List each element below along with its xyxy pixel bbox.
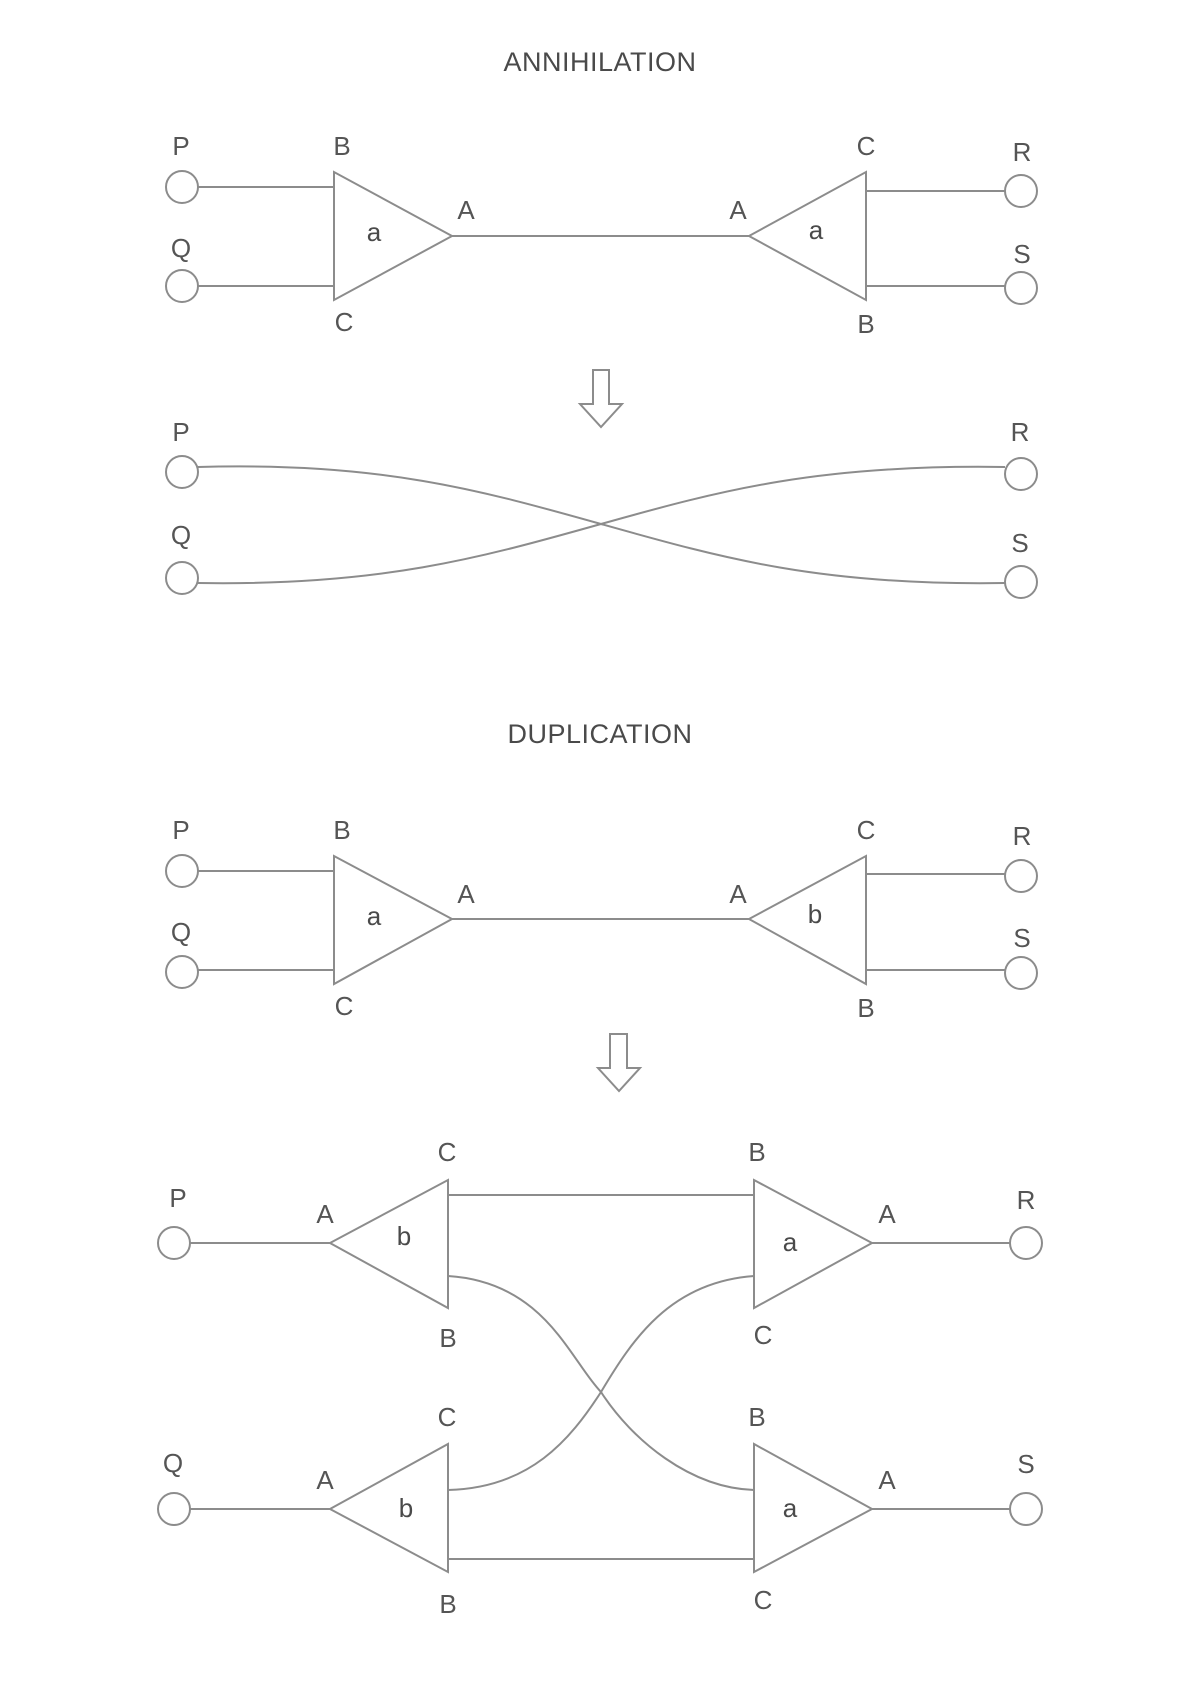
- port-bottom-left-principal: A: [316, 1465, 334, 1495]
- terminal-q-icon: [165, 561, 199, 595]
- terminal-q-label: Q: [163, 1448, 183, 1478]
- terminal-p-label: P: [172, 417, 189, 447]
- agent-top-right: [753, 1178, 875, 1310]
- terminal-q-label: Q: [171, 233, 191, 263]
- port-top-right-bottom: C: [754, 1320, 773, 1350]
- port-top-right-top: B: [748, 1137, 765, 1167]
- port-right-bottom: B: [857, 993, 874, 1023]
- terminal-r-label: R: [1011, 417, 1030, 447]
- agent-left-label: a: [367, 217, 382, 247]
- terminal-p-icon: [165, 455, 199, 489]
- terminal-s-icon: [1004, 271, 1038, 305]
- annihilation-after: P Q R S: [165, 417, 1038, 599]
- terminal-q-icon: [165, 269, 199, 303]
- agent-left-label: a: [367, 901, 382, 931]
- annihilation-title: ANNIHILATION: [503, 47, 696, 77]
- port-bottom-left-bottom: B: [439, 1589, 456, 1619]
- port-right-top: C: [857, 131, 876, 161]
- terminal-r-icon: [1004, 457, 1038, 491]
- terminal-r-label: R: [1017, 1185, 1036, 1215]
- down-arrow-icon: [595, 1033, 643, 1093]
- duplication-after: b a b a P Q R S A C B A B C A C: [157, 1137, 1043, 1619]
- port-left-bottom: C: [335, 991, 354, 1021]
- wire-q-to-r: [197, 465, 1006, 585]
- terminal-p-icon: [157, 1226, 191, 1260]
- agent-bottom-left-label: b: [399, 1493, 413, 1523]
- terminal-r-label: R: [1013, 821, 1032, 851]
- port-right-bottom: B: [857, 309, 874, 339]
- terminal-p-label: P: [172, 815, 189, 845]
- port-right-principal: A: [729, 195, 747, 225]
- terminal-r-label: R: [1013, 137, 1032, 167]
- port-bottom-right-top: B: [748, 1402, 765, 1432]
- port-top-left-top: C: [438, 1137, 457, 1167]
- terminal-s-label: S: [1011, 528, 1028, 558]
- wire-cross-down: [447, 1275, 755, 1491]
- terminal-p-label: P: [169, 1183, 186, 1213]
- duplication-section: DUPLICATION a b P Q R S B C A A C B: [157, 719, 1043, 1619]
- port-right-top: C: [857, 815, 876, 845]
- terminal-s-label: S: [1013, 239, 1030, 269]
- duplication-title: DUPLICATION: [507, 719, 692, 749]
- agent-top-left: [327, 1178, 449, 1310]
- agent-right: [746, 170, 867, 302]
- terminal-q-label: Q: [171, 917, 191, 947]
- agent-right-label: b: [808, 899, 822, 929]
- port-right-principal: A: [729, 879, 747, 909]
- annihilation-before: a a P Q R S B C A A C B: [165, 131, 1038, 339]
- port-left-top: B: [333, 815, 350, 845]
- terminal-q-label: Q: [171, 520, 191, 550]
- terminal-r-icon: [1004, 174, 1038, 208]
- terminal-r-icon: [1009, 1226, 1043, 1260]
- port-left-principal: A: [457, 879, 475, 909]
- port-top-right-principal: A: [878, 1199, 896, 1229]
- down-arrow-icon: [577, 369, 625, 429]
- port-bottom-left-top: C: [438, 1402, 457, 1432]
- annihilation-section: ANNIHILATION a a P Q R S B C A A C B: [165, 47, 1038, 599]
- terminal-p-icon: [165, 854, 199, 888]
- agent-left: [333, 170, 455, 302]
- agent-right: [746, 854, 867, 986]
- agent-left: [333, 854, 455, 986]
- port-top-left-bottom: B: [439, 1323, 456, 1353]
- terminal-q-icon: [165, 955, 199, 989]
- port-left-top: B: [333, 131, 350, 161]
- port-bottom-right-bottom: C: [754, 1585, 773, 1615]
- port-top-left-principal: A: [316, 1199, 334, 1229]
- port-bottom-right-principal: A: [878, 1465, 896, 1495]
- terminal-s-icon: [1004, 956, 1038, 990]
- agent-bottom-left: [327, 1442, 449, 1574]
- terminal-s-label: S: [1017, 1449, 1034, 1479]
- terminal-r-icon: [1004, 859, 1038, 893]
- port-left-bottom: C: [335, 307, 354, 337]
- terminal-p-label: P: [172, 131, 189, 161]
- terminal-p-icon: [165, 170, 199, 204]
- terminal-s-label: S: [1013, 923, 1030, 953]
- terminal-s-icon: [1004, 565, 1038, 599]
- terminal-q-icon: [157, 1492, 191, 1526]
- port-left-principal: A: [457, 195, 475, 225]
- agent-bottom-right: [753, 1442, 875, 1574]
- terminal-s-icon: [1009, 1492, 1043, 1526]
- agent-top-left-label: b: [397, 1221, 411, 1251]
- agent-right-label: a: [809, 215, 824, 245]
- wire-cross-up: [447, 1275, 755, 1491]
- agent-bottom-right-label: a: [783, 1493, 798, 1523]
- duplication-before: a b P Q R S B C A A C B: [165, 815, 1038, 1023]
- agent-top-right-label: a: [783, 1227, 798, 1257]
